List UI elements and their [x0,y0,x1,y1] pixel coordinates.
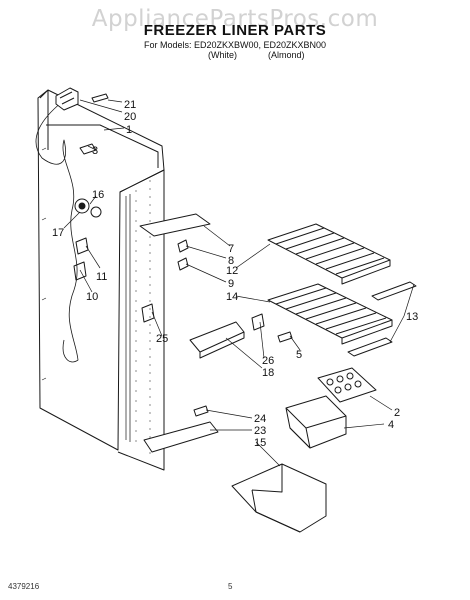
thermostat-part-11 [75,237,89,255]
callout-10: 10 [86,291,98,303]
shelf-strip-part-13a [371,281,417,301]
page-number: 5 [228,582,233,591]
shelf-strip-part-13b [347,337,393,357]
cover-part-7 [139,213,211,237]
color-almond-label: (Almond) [268,50,305,60]
wire-shelf-part-14 [267,283,393,345]
callout-26: 26 [262,355,274,367]
rail-part-23 [143,421,219,453]
wire-harness [35,101,79,363]
freezer-liner [37,89,165,471]
shelf-support-part-8 [177,239,189,253]
callout-1: 1 [126,124,132,136]
page-title: FREEZER LINER PARTS [143,22,327,39]
models-line: For Models: ED20ZKXBW00, ED20ZKXBN00 [143,40,327,50]
callout-8: 8 [228,255,234,267]
callout-11: 11 [96,271,107,283]
callout-18: 18 [262,367,274,379]
screw-part-24 [193,405,209,417]
callout-3: 3 [92,145,98,157]
bucket-part-15 [231,463,327,533]
screw-part-5 [277,331,293,343]
callout-16: 16 [92,189,104,201]
screw-part-21 [91,93,109,103]
callout-5: 5 [296,349,302,361]
callout-24: 24 [254,413,266,425]
callout-7: 7 [228,243,234,255]
bracket-part-25 [141,303,155,323]
doc-number: 4379216 [8,582,40,591]
channel-part-18 [189,321,245,353]
light-switch-assembly [55,87,79,111]
wire-shelf-part-12 [267,223,391,285]
ice-bin-part-4 [285,395,347,449]
callout-labels: 21 20 1 3 16 17 11 10 7 8 12 9 14 13 5 2… [52,99,418,449]
callout-14: 14 [226,291,238,303]
callout-23: 23 [254,425,266,437]
callout-4: 4 [388,419,394,431]
callout-9: 9 [228,278,234,290]
shelf-support-part-9 [177,257,189,271]
callout-25: 25 [156,333,168,345]
color-white-label: (White) [208,50,237,60]
callout-15: 15 [254,437,266,449]
watermark: AppliancePartsPros.com [91,6,379,32]
callout-20: 20 [124,111,136,123]
lamp-socket-part-16 [74,198,102,218]
callout-21: 21 [124,99,136,111]
callout-12: 12 [226,265,238,277]
ice-tray-part-2 [317,367,377,403]
callout-17: 17 [52,227,64,239]
clip-part-26 [251,313,265,331]
bracket-part-10 [73,261,87,281]
callout-13: 13 [406,311,418,323]
callout-2: 2 [394,407,400,419]
